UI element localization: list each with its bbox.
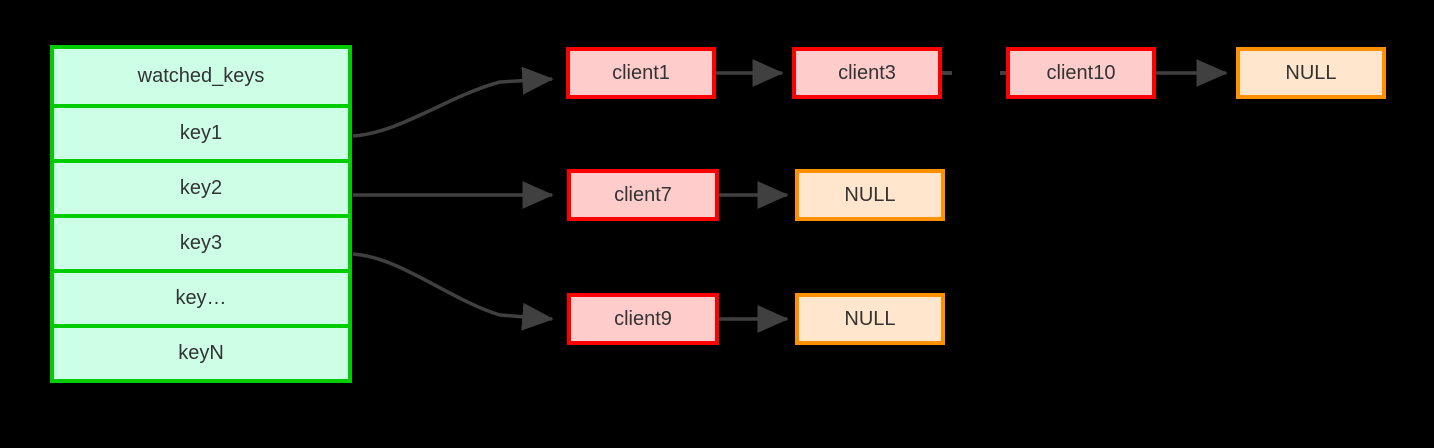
node-client10[interactable]: client10 <box>1006 47 1156 99</box>
table-row-key-ellipsis[interactable]: key… <box>54 269 348 324</box>
edge-key1-to-client1 <box>352 66 554 138</box>
node-null-top[interactable]: NULL <box>1236 47 1386 99</box>
table-row-key1[interactable]: key1 <box>54 104 348 159</box>
table-row-key2[interactable]: key2 <box>54 159 348 214</box>
edge-key3-to-client9 <box>352 252 554 331</box>
node-client1[interactable]: client1 <box>566 47 716 99</box>
node-null-middle[interactable]: NULL <box>795 169 945 221</box>
node-client9[interactable]: client9 <box>567 293 719 345</box>
table-row-keyN[interactable]: keyN <box>54 324 348 379</box>
node-null-bottom[interactable]: NULL <box>795 293 945 345</box>
watched-keys-table: watched_keys key1 key2 key3 key… keyN <box>50 45 352 383</box>
watched-keys-header: watched_keys <box>54 49 348 104</box>
node-client7[interactable]: client7 <box>567 169 719 221</box>
node-client3[interactable]: client3 <box>792 47 942 99</box>
table-row-key3[interactable]: key3 <box>54 214 348 269</box>
